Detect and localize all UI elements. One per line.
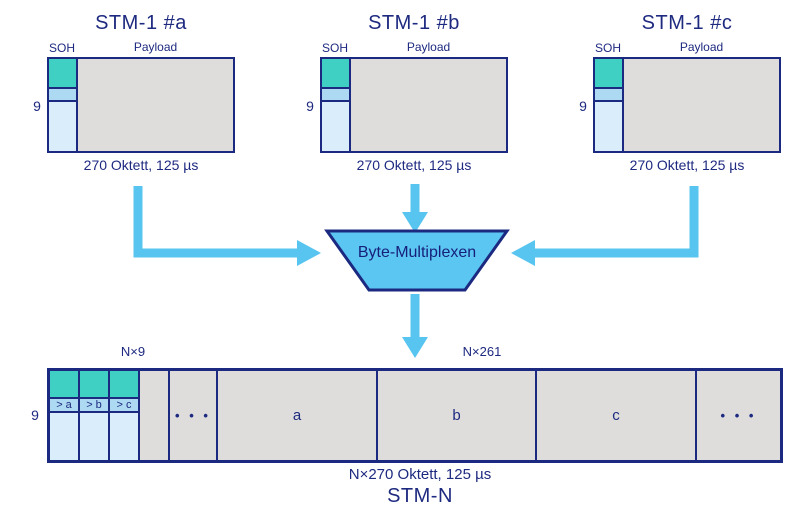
soh-column — [322, 59, 351, 151]
frame-caption: 270 Oktett, 125 µs — [83, 157, 199, 173]
byte-multiplexer-shape — [324, 229, 510, 292]
stmn-frame-box: > a > b > c • • • a b c • • • — [47, 368, 783, 463]
stmn-soh-continuation — [140, 371, 170, 460]
row-count-label: 9 — [306, 98, 314, 114]
arrowhead-down-icon — [402, 212, 428, 233]
stmn-pointer-b: > b — [80, 399, 108, 413]
frame-caption: 270 Oktett, 125 µs — [629, 157, 745, 173]
stmn-row-count-label: 9 — [31, 407, 39, 423]
msoh-section — [110, 413, 138, 460]
stmn-soh-column-c: > c — [110, 371, 140, 460]
rsoh-section — [49, 59, 76, 89]
soh-column — [49, 59, 78, 151]
soh-label: SOH — [48, 41, 75, 55]
stmn-payload-section-a: a — [218, 371, 378, 460]
payload-label: Payload — [133, 40, 178, 54]
rsoh-section — [80, 371, 108, 399]
soh-label: SOH — [321, 41, 348, 55]
stmn-ellipsis-right: • • • — [720, 408, 757, 423]
stm1-frame-group-a: STM-1 #a SOH Payload 9 270 Oktett, 125 µ… — [33, 0, 235, 185]
soh-label: SOH — [594, 41, 621, 55]
arrowhead-down-icon — [402, 337, 428, 358]
soh-column — [595, 59, 624, 151]
stm1-frame-group-b: STM-1 #b SOH Payload 9 270 Oktett, 125 µ… — [306, 0, 508, 185]
rsoh-section — [322, 59, 349, 89]
input-arrow-c-elbow-icon — [535, 186, 699, 258]
payload-label: Payload — [679, 40, 724, 54]
frame-caption: 270 Oktett, 125 µs — [356, 157, 472, 173]
stmn-soh-width-label: N×9 — [120, 344, 146, 359]
msoh-section — [595, 102, 622, 151]
stm1-frame-box-b — [320, 57, 508, 153]
msoh-section — [80, 413, 108, 460]
stm1-frame-box-a — [47, 57, 235, 153]
rsoh-section — [110, 371, 138, 399]
pointer-section — [49, 89, 76, 102]
stm1-title-c: STM-1 #c — [641, 12, 733, 34]
stmn-caption: N×270 Oktett, 125 µs — [348, 466, 492, 483]
arrowhead-right-icon — [297, 240, 321, 266]
stm1-frame-box-c — [593, 57, 781, 153]
stmn-payload-section-b: b — [378, 371, 537, 460]
payload-area — [351, 59, 506, 151]
row-count-label: 9 — [579, 98, 587, 114]
arrowhead-left-icon — [511, 240, 535, 266]
stm1-title-a: STM-1 #a — [95, 12, 187, 34]
msoh-section — [322, 102, 349, 151]
rsoh-section — [595, 59, 622, 89]
stmn-ellipsis-left: • • • — [175, 408, 211, 423]
msoh-section — [50, 413, 78, 460]
stm1-frame-group-c: STM-1 #c SOH Payload 9 270 Oktett, 125 µ… — [579, 0, 781, 185]
payload-area — [624, 59, 779, 151]
row-count-label: 9 — [33, 98, 41, 114]
stmn-pointer-a: > a — [50, 399, 78, 413]
msoh-section — [49, 102, 76, 151]
stm1-title-b: STM-1 #b — [368, 12, 460, 34]
pointer-section — [595, 89, 622, 102]
stmn-payload-section-c: c — [537, 371, 697, 460]
stmn-pointer-c: > c — [110, 399, 138, 413]
stmn-title: STM-N — [387, 485, 453, 507]
payload-area — [78, 59, 233, 151]
rsoh-section — [50, 371, 78, 399]
byte-multiplexer-label: Byte-Multiplexen — [357, 244, 477, 261]
payload-label: Payload — [406, 40, 451, 54]
stmn-soh-column-b: > b — [80, 371, 110, 460]
stmn-payload-width-label: N×261 — [462, 344, 502, 359]
stmn-soh-column-a: > a — [50, 371, 80, 460]
pointer-section — [322, 89, 349, 102]
input-arrow-a-elbow-icon — [133, 186, 297, 258]
